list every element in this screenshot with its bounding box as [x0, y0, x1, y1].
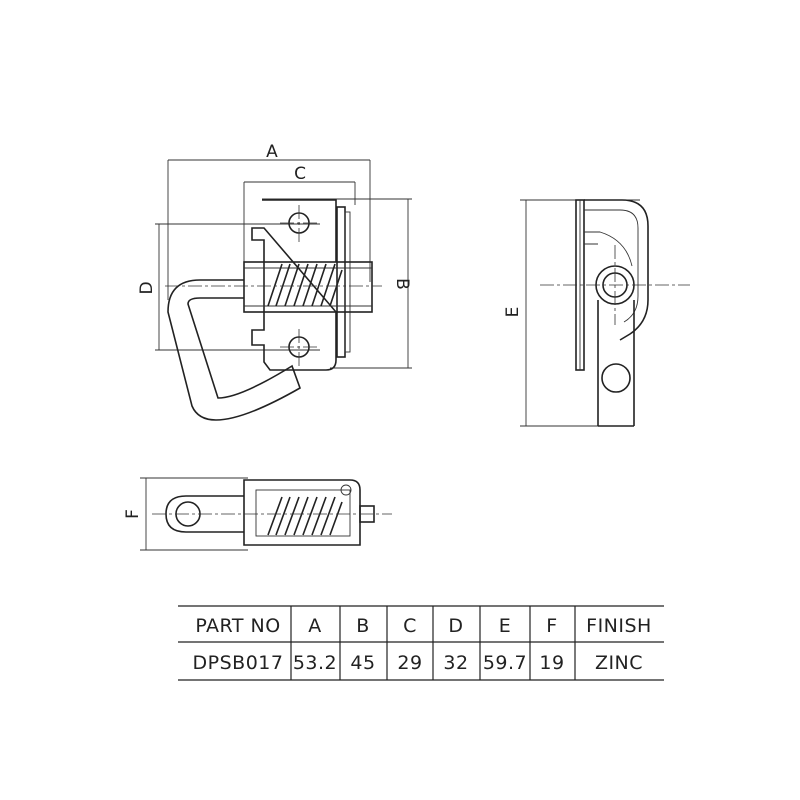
side-handle-end — [601, 363, 631, 393]
dimension-label-e: E — [503, 307, 523, 318]
dimension-d: D — [137, 223, 320, 351]
dimension-f: F — [123, 477, 248, 551]
table-cell-finish: ZINC — [595, 652, 643, 674]
side-body-outline — [584, 199, 649, 341]
latch-bolt — [243, 261, 373, 313]
spec-table: PART NO A B C D E F FINISH DPSB017 53.2 … — [178, 605, 664, 681]
dimension-label-d: D — [137, 281, 157, 294]
dimension-label-f: F — [123, 509, 143, 519]
table-header-d: D — [448, 615, 463, 637]
spring-coil — [267, 263, 343, 307]
side-handle — [597, 300, 635, 427]
dimension-label-c: C — [294, 164, 306, 184]
top-view: F — [123, 477, 392, 551]
table-cell-d: 32 — [443, 652, 468, 674]
table-header-finish: FINISH — [586, 615, 652, 637]
table-cell-b: 45 — [350, 652, 375, 674]
latch-body-plate — [251, 199, 337, 371]
table-header-b: B — [356, 615, 370, 637]
side-view: E — [503, 199, 690, 427]
top-spring-coil — [267, 496, 343, 536]
dimension-b: B — [262, 198, 412, 369]
table-cell-e: 59.7 — [483, 652, 527, 674]
table-cell-a: 53.2 — [293, 652, 337, 674]
table-header-c: C — [403, 615, 417, 637]
table-cell-part-no: DPSB017 — [193, 652, 284, 674]
table-header-f: F — [546, 615, 557, 637]
dimension-c: C — [243, 164, 356, 262]
table-header-a: A — [308, 615, 322, 637]
table-header-e: E — [499, 615, 512, 637]
table-cell-c: 29 — [397, 652, 422, 674]
hook-handle — [167, 279, 301, 421]
top-housing — [243, 479, 361, 546]
table-header-part-no: PART NO — [195, 615, 280, 637]
dimension-label-a: A — [266, 142, 278, 162]
table-cell-f: 19 — [539, 652, 564, 674]
front-view: A C B D — [137, 142, 412, 421]
dimension-label-b: B — [392, 278, 412, 290]
dimension-a: A — [167, 142, 371, 300]
